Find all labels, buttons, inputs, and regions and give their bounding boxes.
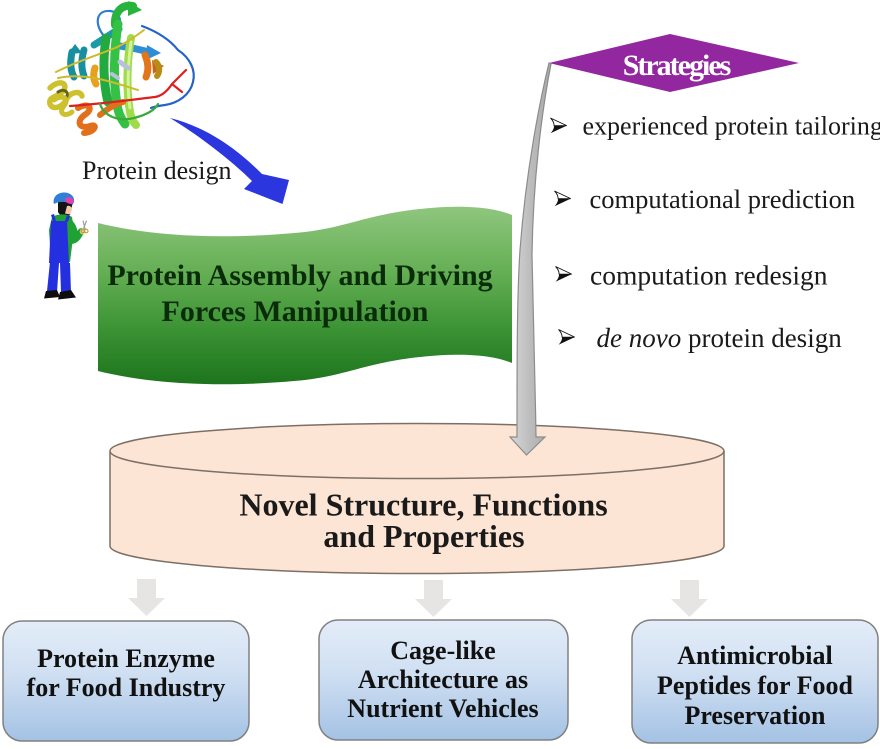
- svg-text:computation redesign: computation redesign: [590, 260, 828, 291]
- svg-text:Nutrient Vehicles: Nutrient Vehicles: [347, 694, 538, 723]
- svg-text:Strategies: Strategies: [623, 49, 731, 82]
- svg-text:Forces Manipulation: Forces Manipulation: [162, 295, 429, 328]
- svg-text:Preservation: Preservation: [684, 701, 826, 730]
- svg-text:Architecture as: Architecture as: [358, 665, 528, 694]
- svg-text:for Food Industry: for Food Industry: [27, 673, 226, 702]
- svg-text:Antimicrobial: Antimicrobial: [677, 641, 833, 670]
- svg-text:Protein design: Protein design: [82, 156, 232, 185]
- svg-text:Protein Enzyme: Protein Enzyme: [37, 644, 215, 673]
- svg-text:Protein Assembly and Driving: Protein Assembly and Driving: [107, 259, 492, 292]
- svg-text:and Properties: and Properties: [323, 518, 524, 554]
- svg-text:Cage-like: Cage-like: [390, 636, 495, 665]
- svg-text:Peptides for Food: Peptides for Food: [657, 671, 853, 700]
- svg-text:experienced protein tailoring: experienced protein tailoring: [583, 112, 880, 141]
- svg-text:computational prediction: computational prediction: [590, 184, 856, 214]
- svg-text:de novo protein design: de novo protein design: [597, 323, 843, 353]
